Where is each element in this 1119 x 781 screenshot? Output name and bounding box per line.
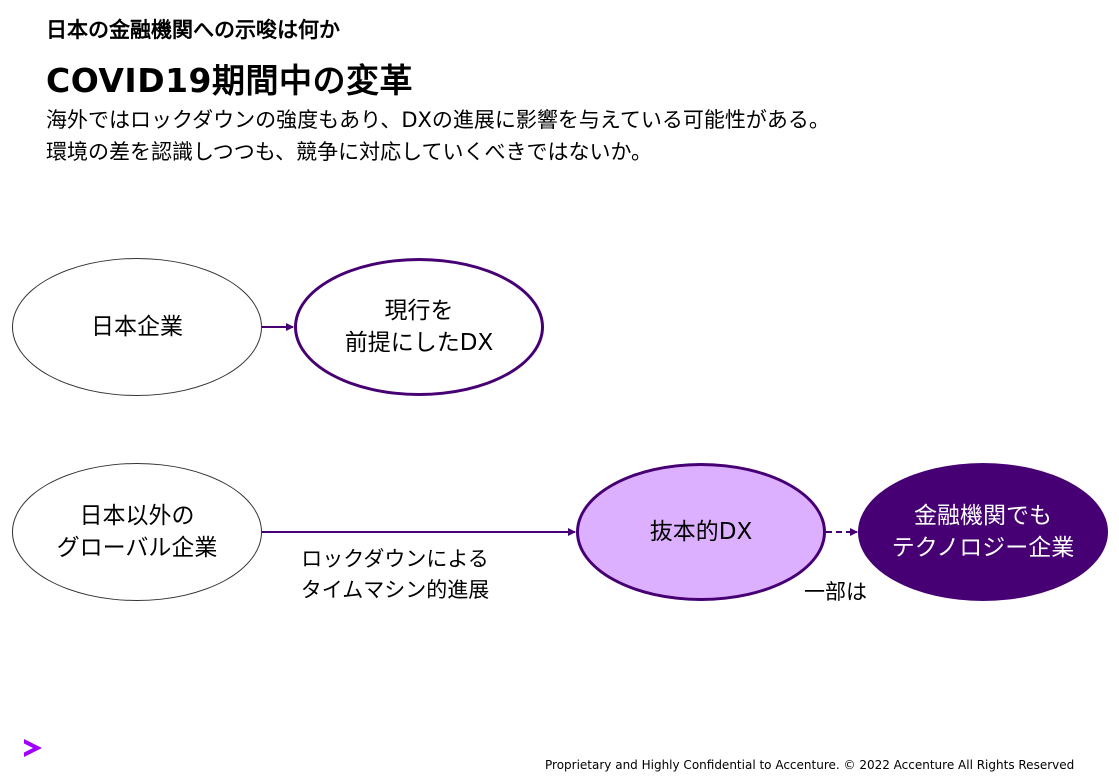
- node-global-companies: 日本以外の グローバル企業: [12, 463, 262, 601]
- accenture-chevron-icon: [24, 739, 42, 757]
- edge-label-timemachine: ロックダウンによる タイムマシン的進展: [290, 544, 500, 606]
- node-radical-dx: 抜本的DX: [576, 463, 826, 601]
- node-label: グローバル企業: [56, 535, 218, 561]
- node-japanese-companies: 日本企業: [12, 258, 262, 396]
- slide-lead: 海外ではロックダウンの強度もあり、DXの進展に影響を与えている可能性がある。 環…: [46, 104, 830, 168]
- node-current-dx: 現行を 前提にしたDX: [294, 258, 544, 396]
- footer-copyright: Proprietary and Highly Confidential to A…: [545, 758, 1075, 772]
- lead-line: 海外ではロックダウンの強度もあり、DXの進展に影響を与えている可能性がある。: [46, 108, 830, 132]
- node-label: 前提にしたDX: [344, 330, 494, 356]
- node-label: 日本以外の: [79, 503, 195, 529]
- node-tech-companies: 金融機関でも テクノロジー企業: [858, 463, 1108, 601]
- node-label: テクノロジー企業: [891, 535, 1075, 561]
- edge-label-line: タイムマシン的進展: [300, 578, 490, 602]
- node-label: 抜本的DX: [649, 519, 753, 545]
- slide-title: COVID19期間中の変革: [46, 61, 414, 100]
- edge-label-line: ロックダウンによる: [301, 547, 489, 571]
- edge-label-partial: 一部は: [804, 580, 867, 604]
- node-label: 現行を: [384, 298, 454, 324]
- node-label: 金融機関でも: [914, 503, 1052, 529]
- node-label: 日本企業: [91, 314, 183, 340]
- slide-kicker: 日本の金融機関への示唆は何か: [46, 18, 340, 42]
- lead-line: 環境の差を認識しつつも、競争に対応していくべきではないか。: [46, 140, 653, 164]
